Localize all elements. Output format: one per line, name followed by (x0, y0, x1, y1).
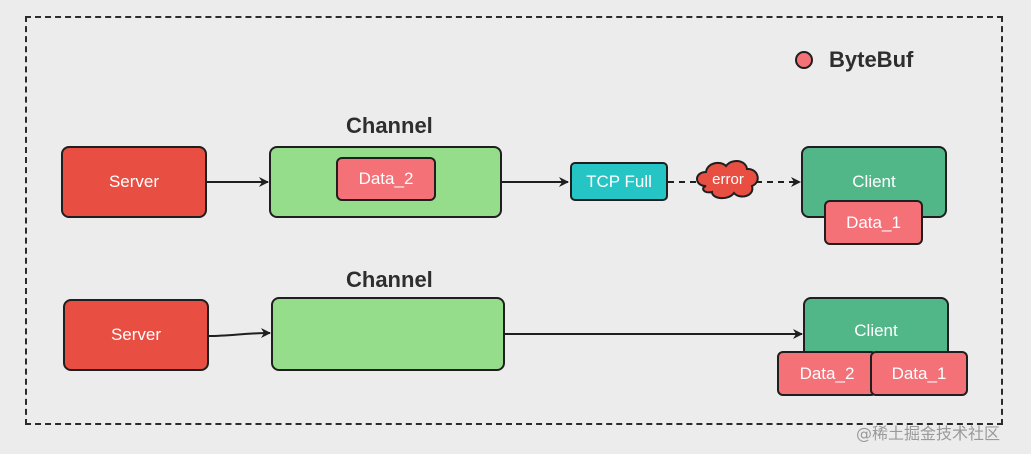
dashed-boundary (25, 16, 1003, 425)
error-cloud-icon (696, 160, 759, 200)
error-label: error (712, 171, 744, 188)
client-data-label-2b: Data_1 (891, 363, 947, 383)
watermark: @稀土掘金技术社区 (856, 424, 1001, 443)
bytebuf-data-1-at-client: Data_1 (824, 200, 923, 245)
client-label-2: Client (854, 321, 898, 340)
client-data-label-1: Data_1 (846, 212, 901, 232)
client-data-label-2a: Data_2 (799, 363, 855, 383)
bytebuf-legend-label: ByteBuf (829, 47, 914, 72)
channel-node-2 (271, 297, 505, 371)
server-node-1: Server (61, 146, 207, 218)
server-node-2: Server (63, 299, 209, 371)
arrow-server-to-channel-2 (208, 328, 271, 339)
channel-data-label: Data_2 (358, 169, 414, 188)
bytebuf-data-1-at-client-2: Data_1 (870, 351, 968, 396)
server-label-2: Server (110, 325, 162, 344)
server-label-1: Server (108, 172, 160, 191)
client-label-1: Client (852, 172, 896, 191)
bytebuf-data-2-at-client: Data_2 (777, 351, 877, 396)
channel-title-2: Channel (346, 267, 433, 292)
bytebuf-data-2-in-channel: Data_2 (336, 157, 436, 201)
tcp-full-label: TCP Full (586, 171, 652, 191)
channel-title-1: Channel (346, 113, 433, 138)
bytebuf-legend-marker (795, 51, 813, 69)
tcp-full-node: TCP Full (570, 162, 668, 201)
